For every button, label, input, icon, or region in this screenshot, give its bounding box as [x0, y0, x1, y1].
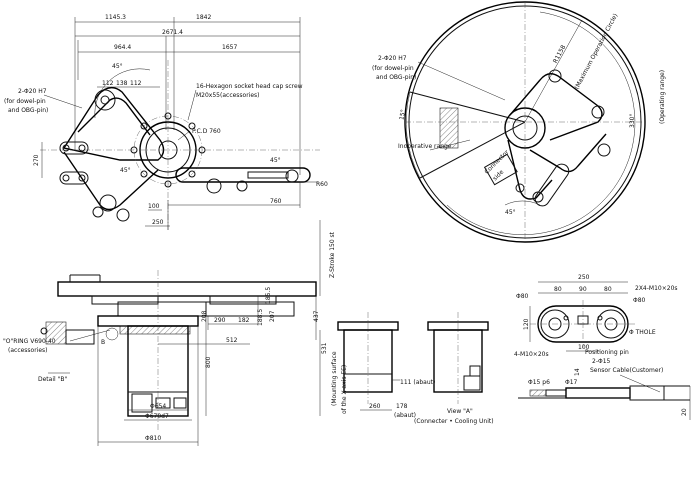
dim-15-deg: 15° [398, 109, 407, 121]
sensor-cable: Sensor Cable(Customer) [590, 367, 663, 374]
dim-208: 208 [201, 310, 208, 322]
screw-note-line2: M20x55(accessories) [196, 92, 260, 99]
shaft-dim-20: 20 [681, 408, 688, 416]
dim-290: 290 [214, 317, 226, 324]
dim-2671: 2671.4 [162, 29, 183, 36]
positioning-pin: Positioning pin [585, 349, 629, 356]
dim-964: 964.4 [114, 44, 131, 51]
dim-100: 100 [148, 203, 160, 210]
dim-1657: 1657 [222, 44, 237, 51]
flange-tap-left: 4-M10×20s [514, 351, 549, 358]
dim-45-mid: 45° [120, 167, 131, 174]
r-label: R1158 [552, 44, 567, 65]
view-a-title: View "A" [447, 408, 473, 415]
flange-thole: Φ THOLE [629, 329, 656, 336]
dowel-note-line3: and OBG-pin) [8, 107, 48, 114]
dim-112-b: 112 [130, 80, 142, 87]
flange-tap-top: 2X4-M10×20s [635, 285, 678, 292]
flange-dim-80b: 80 [604, 286, 612, 293]
mounting-line1: (Mounting surface [331, 351, 338, 406]
dim-531: 531 [321, 342, 328, 354]
dim-1842: 1842 [196, 14, 211, 21]
max-radius-label: (Maximum Operation Circle) [573, 12, 619, 90]
shaft-dim-15: Φ15 p6 [528, 379, 550, 386]
shaft-dim-14: 14 [574, 368, 581, 376]
dim-45-top: 45° [112, 63, 123, 70]
dim-phi654: Φ654 [150, 403, 166, 410]
flange-dim-80a: 80 [554, 286, 562, 293]
abaut-label: (abaut) [394, 412, 416, 419]
flange-dim-120: 120 [523, 318, 530, 330]
detail-b-label: Detail "B" [38, 376, 67, 383]
flange-dim-250: 250 [578, 274, 590, 281]
dim-138: 138 [116, 80, 128, 87]
dim-207: 207 [269, 310, 276, 322]
view-a-subtitle: (Connecter • Cooling Unit) [414, 418, 494, 425]
label-b: B [101, 339, 105, 346]
flange-dim-90: 90 [579, 286, 587, 293]
shaft-dim-17: Φ17 [565, 379, 578, 386]
pcd-label: P.C.D 760 [192, 128, 221, 135]
dim-45-right: 45° [270, 157, 281, 164]
screw-note-line1: 16-Hexagon socket head cap screw [196, 83, 303, 90]
dim-182: 182 [238, 317, 250, 324]
connector-side-line2: side [492, 168, 506, 182]
pin-spec: 2-Φ15 [592, 358, 611, 365]
dim-270: 270 [33, 154, 40, 166]
dim-437: 437 [313, 310, 320, 322]
view-a: 111 (abaut) 260 178 (abaut) View "A" (Co… [337, 312, 494, 425]
dim-phi670: Φ670d7 [145, 413, 169, 420]
range-view: Inoperative range 15° (Operating range) … [372, 1, 666, 243]
range-dowel-line3: and OBG-pin) [376, 74, 416, 81]
flange-phi80b: Φ80 [633, 297, 646, 304]
dim-260: 260 [369, 403, 381, 410]
dim-512: 512 [226, 337, 238, 344]
dim-188: 188.5 [257, 309, 264, 326]
top-view: 1145.3 1842 2671.4 964.4 1657 112 138 11… [4, 14, 328, 230]
side-view: B "O"RING V690-40 (accessories) Detail "… [3, 220, 348, 446]
dim-112-a: 112 [102, 80, 114, 87]
flange-detail: 250 80 90 80 Φ80 Φ80 2X4-M10×20s 120 Φ T… [514, 274, 691, 420]
oring-line1: "O"RING V690-40 [3, 338, 56, 345]
z-stroke-label: Z-Stroke 150 st [329, 231, 336, 278]
flange-phi80a: Φ80 [516, 293, 529, 300]
dowel-note-line1: 2-Φ20 H7 [18, 88, 47, 95]
dim-185: 185.5 [265, 287, 272, 304]
range-dowel-line1: 2-Φ20 H7 [378, 55, 407, 62]
inoperative-label: Inoperative range [398, 143, 452, 150]
dim-111: 111 (abaut) [400, 379, 435, 386]
dim-330-deg: 330° [629, 114, 636, 128]
dim-1145: 1145.3 [105, 14, 126, 21]
dim-r60: R60 [316, 181, 328, 188]
range-dowel-line2: (for dowel-pin [372, 65, 414, 72]
dim-760: 760 [270, 198, 282, 205]
oring-line2: (accessories) [8, 347, 48, 354]
dim-250: 250 [152, 219, 164, 226]
dim-800: 800 [205, 356, 212, 368]
dowel-note-line2: (for dowel-pin [4, 98, 46, 105]
operating-label: (Operating range) [659, 70, 666, 124]
dim-178: 178 [396, 403, 408, 410]
flange-dim-100: 100 [578, 344, 590, 351]
range-dim-45: 45° [505, 209, 516, 216]
dim-phi810: Φ810 [145, 435, 161, 442]
